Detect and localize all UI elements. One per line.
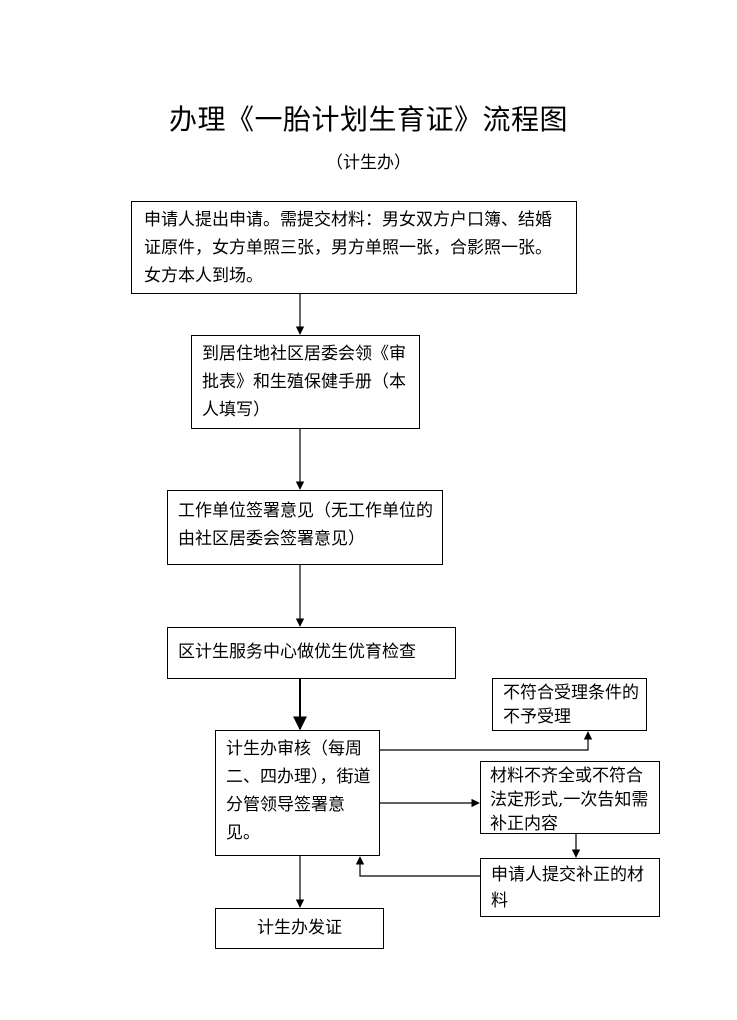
arrow-review-to-reject	[380, 731, 593, 751]
step-work-unit-box: 工作单位签署意见（无工作单位的由社区居委会签署意见）	[167, 490, 443, 565]
page-subtitle: （计生办）	[326, 153, 411, 173]
step-resubmit-box: 申请人提交补正的材料	[480, 858, 660, 917]
step-incomplete-box: 材料不齐全或不符合法定形式,一次告知需补正内容	[480, 761, 660, 834]
step-get-forms-box: 到居住地社区居委会领《审批表》和生殖保健手册（本人填写）	[191, 335, 420, 429]
step-health-check-box: 区计生服务中心做优生优育检查	[167, 627, 456, 679]
page-title: 办理《一胎计划生育证》流程图	[168, 103, 568, 136]
step-issue-box: 计生办发证	[215, 908, 384, 949]
step-review-box: 计生办审核（每周二、四办理），街道分管领导签署意见。	[215, 730, 380, 856]
step-apply-box: 申请人提出申请。需提交材料：男女双方户口簿、结婚证原件，女方单照三张，男方单照一…	[131, 201, 577, 294]
arrow-resubmit-to-review	[355, 856, 480, 877]
step-reject-box: 不符合受理条件的不予受理	[492, 678, 647, 731]
